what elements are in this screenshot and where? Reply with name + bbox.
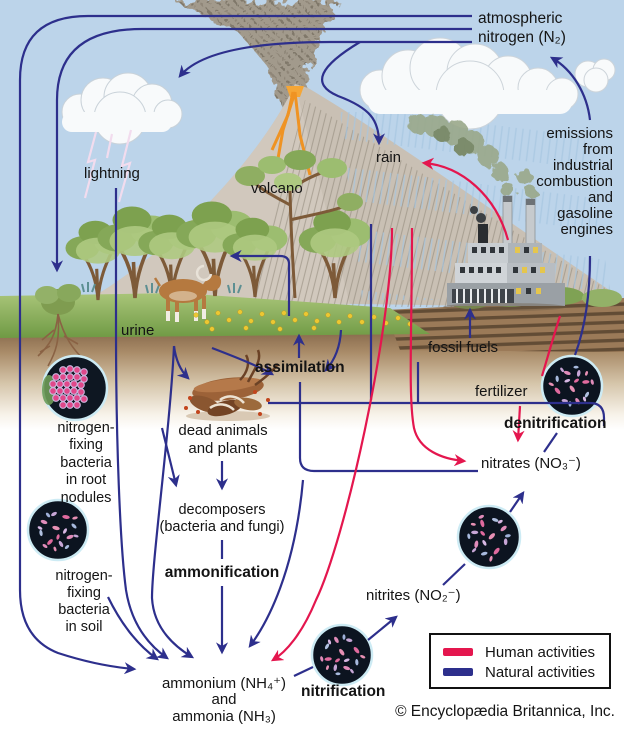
legend-label: Human activities [485,643,596,661]
human-activity-arrows [270,157,562,662]
urine-label: urine [121,322,155,339]
human-activities-swatch [443,648,473,656]
understory-plants [81,282,242,294]
legend-row-natural: Natural activities [443,662,609,682]
roots [37,313,85,367]
assimilation-process-label: assimilation [255,359,345,376]
nitrites-label: nitrites (NO₂⁻) [366,587,461,604]
atmospheric-nitrogen-label: atmospheric nitrogen (N₂) [478,10,566,46]
natural-activity-arrows [18,14,606,677]
rain-streaks [340,112,612,300]
nitrite-bacteria-circle [456,504,522,570]
plowed-field [385,298,624,352]
factory-smoke [408,114,537,198]
ammonification-process-label: ammonification [164,564,280,581]
legend: Human activities Natural activities [429,633,611,689]
rain-label: rain [376,149,402,166]
factory [408,114,567,311]
soil-bacteria-circle [26,498,90,562]
lightning-label: lightning [84,165,140,182]
crater [286,86,304,97]
grass [0,293,430,338]
emissions-label: emissions from industrial combustion and… [536,125,613,238]
bones [209,395,245,411]
factory-lit-windows [513,247,545,294]
decomposers-label: decomposers (bacteria and fungi) [159,502,285,535]
denitrification-bacteria-circle [540,354,604,418]
rain-cloud [359,37,616,130]
grazing-animal [153,264,222,322]
natural-activities-swatch [443,668,473,676]
volcano-label: volcano [251,180,303,197]
lightning-bolts [83,129,133,203]
nitrates-label: nitrates (NO₃⁻) [481,455,581,472]
dead-animals-label: dead animals and plants [178,422,268,457]
nitrification-process-label: nitrification [301,683,386,700]
legend-label: Natural activities [485,663,596,681]
trees [63,150,373,302]
horn [195,264,213,282]
storm-cloud [61,72,183,145]
dead-animals-pile [184,349,279,421]
factory-windows [460,247,504,273]
root-nodule-bacteria-circle [41,354,109,422]
fertilizer-label: fertilizer [475,383,528,400]
flower-meadow [193,309,413,332]
denitrification-process-label: denitrification [504,415,607,432]
bush [35,284,81,315]
soil-bacteria-label: nitrogen- fixing bacteria in soil [55,568,113,635]
nitrification-bacteria-circle [310,623,374,687]
root-nodule-bacteria-label: nitrogen- fixing bacteria in root nodule… [57,420,115,506]
legend-row-human: Human activities [443,642,609,662]
ammonium-ammonia-label: ammonium (NH₄⁺) and ammonia (NH₃) [161,675,287,725]
copyright-notice: © Encyclopædia Britannica, Inc. [395,703,615,720]
large-tree [235,150,363,299]
fossil-fuels-label: fossil fuels [428,339,499,356]
